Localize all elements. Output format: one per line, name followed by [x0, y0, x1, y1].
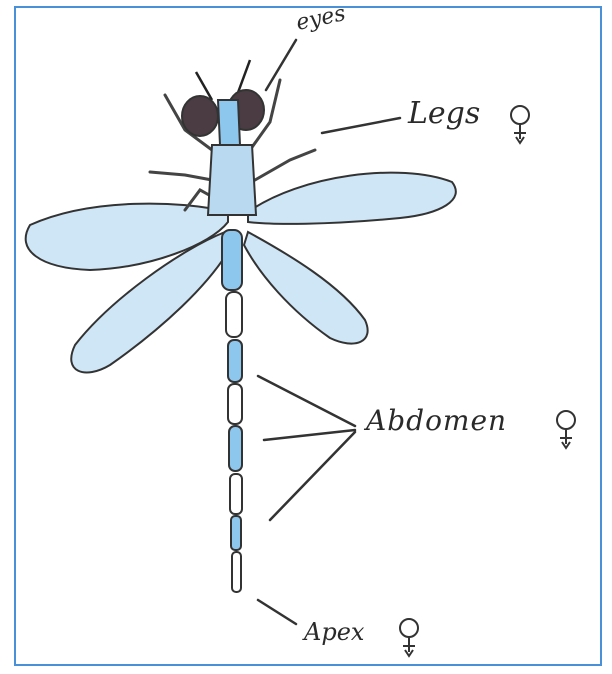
leg-left-mid — [150, 172, 212, 180]
apex-leader — [258, 600, 296, 624]
abdomen-leader-lower — [270, 432, 355, 520]
legs-label: Legs — [408, 96, 480, 131]
legs-leader — [322, 118, 400, 133]
female-sex-symbol-icon — [557, 411, 575, 448]
abdomen-leader-upper — [258, 376, 355, 426]
abdomen — [222, 230, 242, 592]
thorax — [208, 145, 256, 215]
left-eye — [182, 96, 218, 136]
apex-label: Apex — [304, 618, 364, 646]
female-sex-symbol-icon — [400, 619, 418, 656]
face — [218, 100, 240, 145]
leg-right-mid — [255, 150, 315, 180]
right-hindwing — [244, 232, 368, 344]
abdomen-leader-mid — [264, 430, 355, 440]
abdomen-label: Abdomen — [366, 404, 507, 437]
eyes-leader — [266, 40, 296, 90]
right-forewing — [248, 173, 456, 224]
female-sex-symbol-icon — [511, 106, 529, 143]
